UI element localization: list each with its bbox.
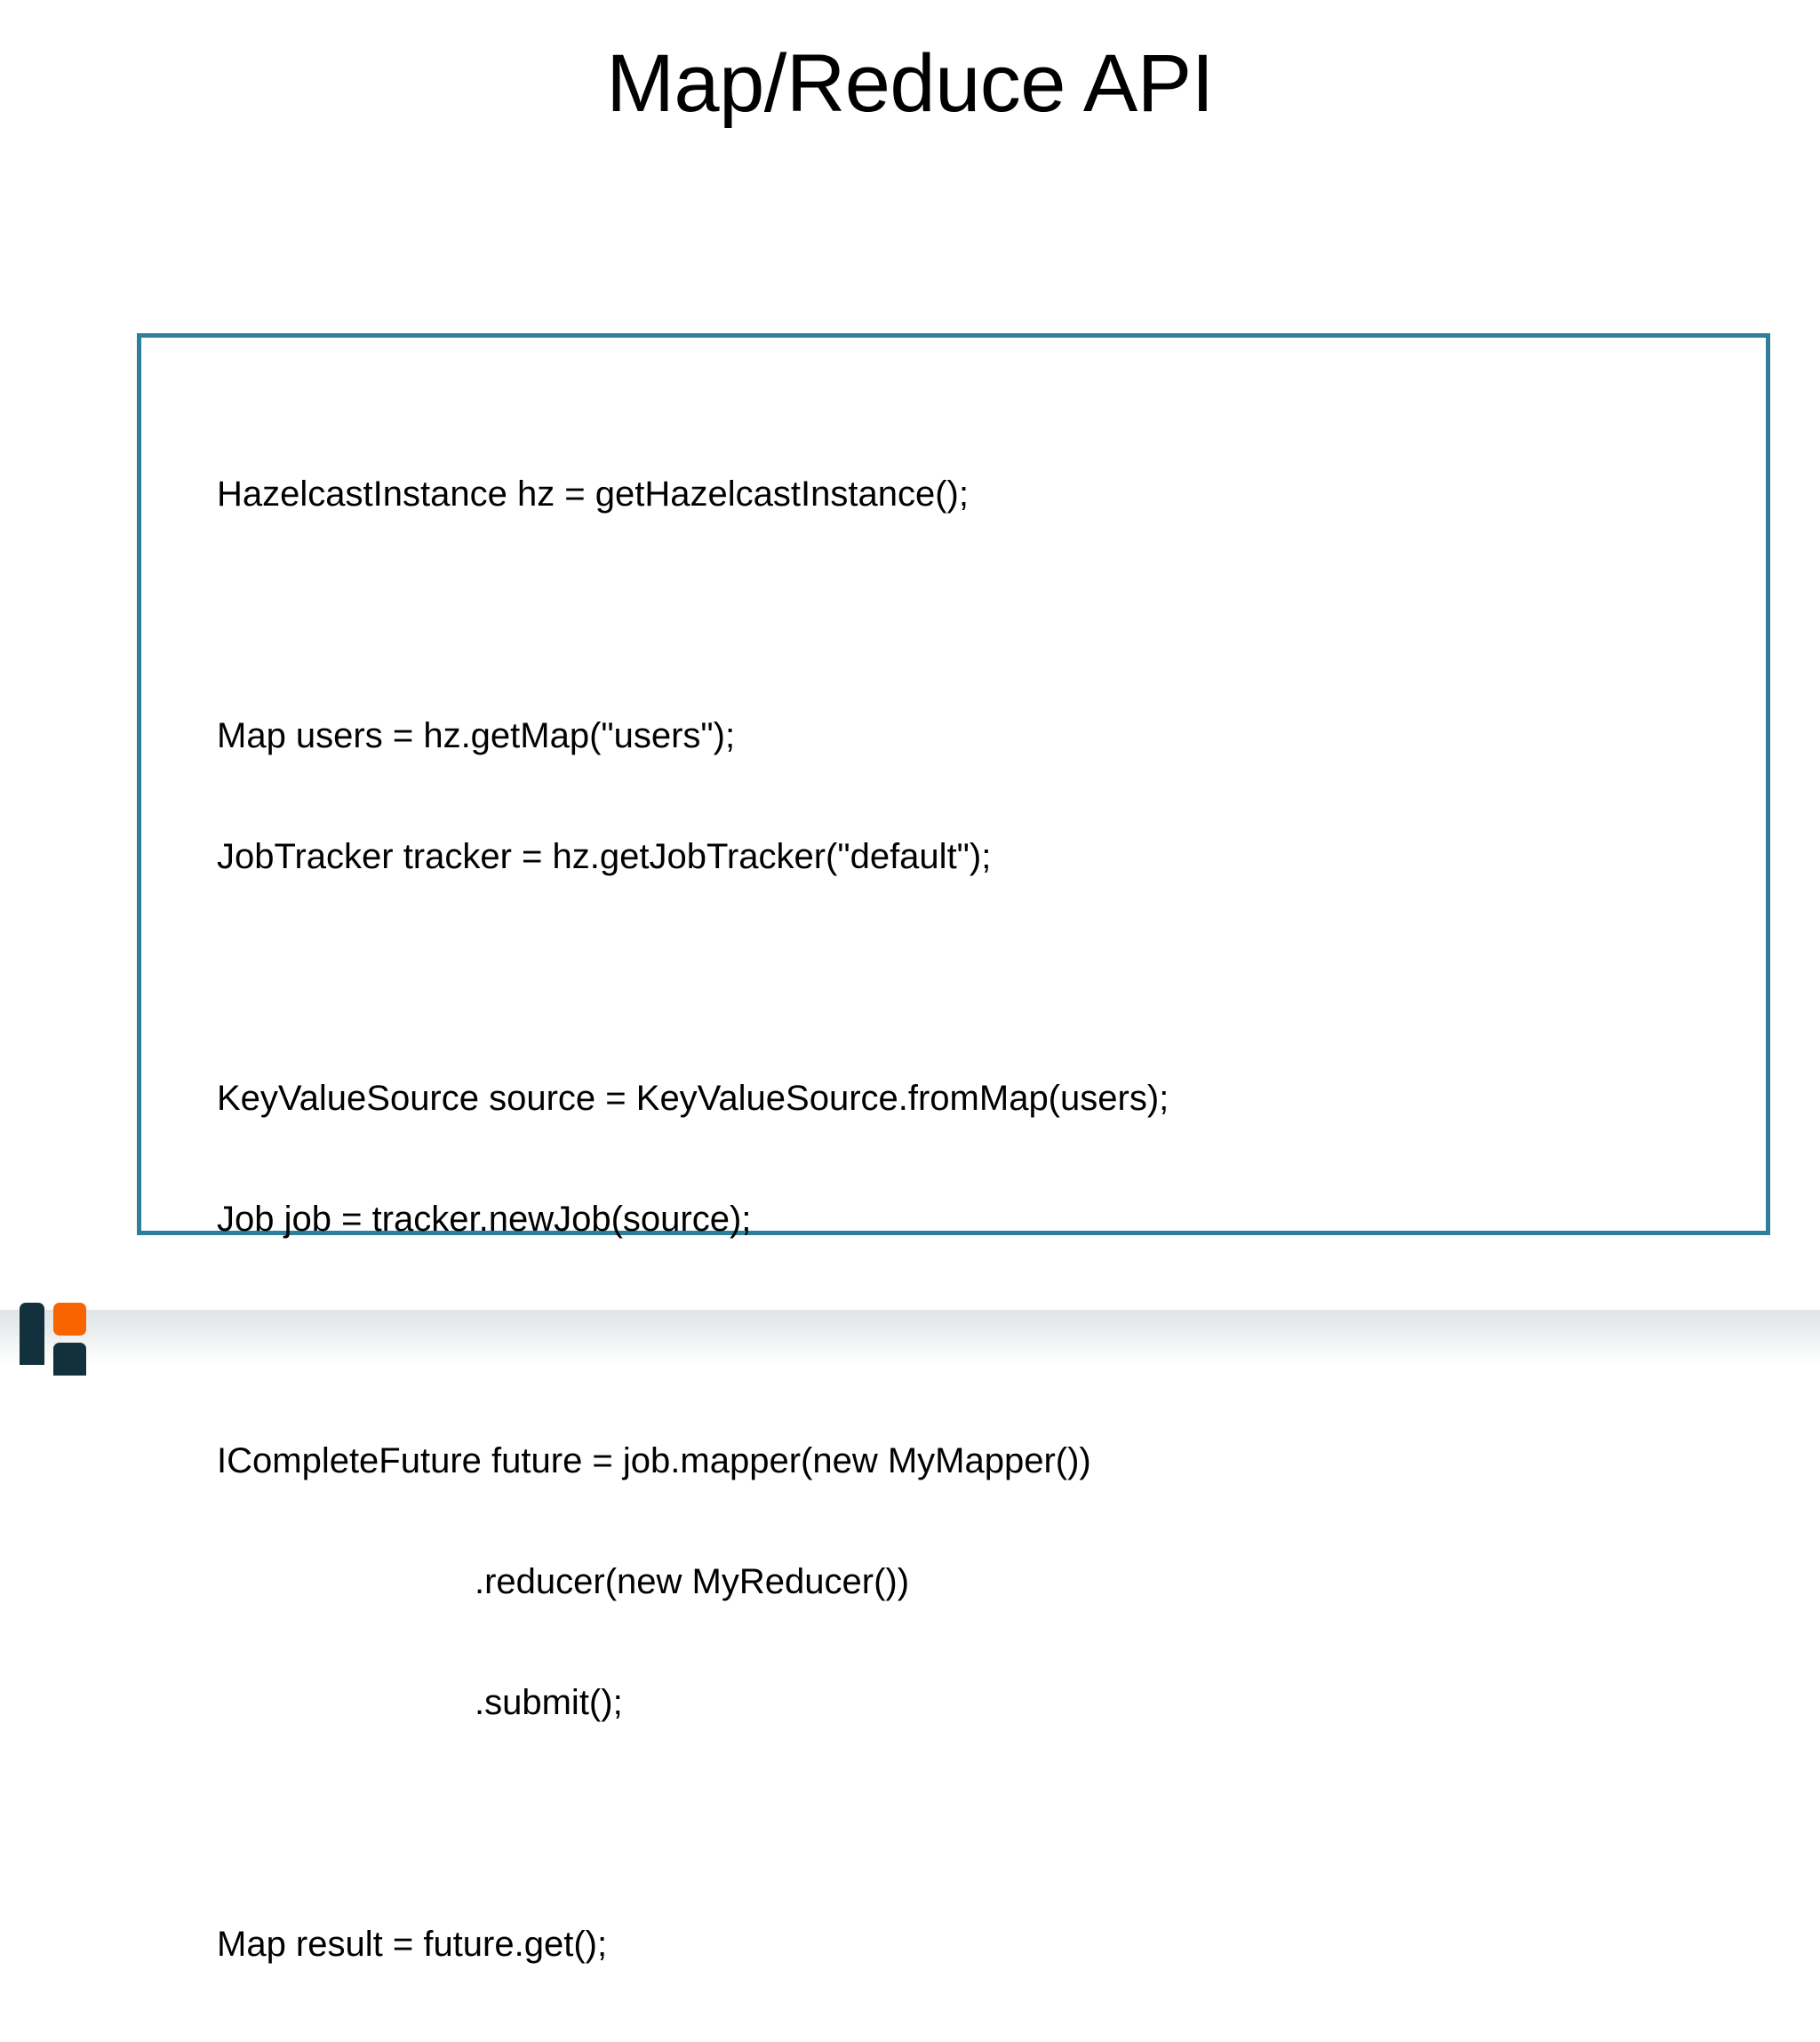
footer-band	[0, 1303, 1820, 1376]
code-line: ICompleteFuture future = job.mapper(new …	[217, 1441, 1091, 1480]
code-line: .reducer(new MyReducer())	[475, 1562, 910, 1601]
logo-orange-square	[53, 1303, 86, 1336]
code-line: JobTracker tracker = hz.getJobTracker("d…	[217, 837, 992, 876]
code-line: HazelcastInstance hz = getHazelcastInsta…	[217, 475, 969, 514]
code-line: Map result = future.get();	[217, 1925, 608, 1964]
code-line: Map users = hz.getMap("users");	[217, 716, 736, 755]
code-line: Job job = tracker.newJob(source);	[217, 1200, 752, 1239]
code-block: HazelcastInstance hz = getHazelcastInsta…	[217, 398, 1748, 2040]
code-box: HazelcastInstance hz = getHazelcastInsta…	[137, 333, 1770, 1964]
code-line: KeyValueSource source = KeyValueSource.f…	[217, 1079, 1169, 1118]
code-line-blank	[217, 1799, 1748, 1848]
slide-canvas: Map/Reduce API HazelcastInstance hz = ge…	[0, 38, 1820, 1964]
code-line: .submit();	[475, 1683, 623, 1722]
code-line-blank	[217, 590, 1748, 640]
code-line-blank	[217, 953, 1748, 1002]
hazelcast-logo-icon	[20, 1296, 89, 1376]
page-title: Map/Reduce API	[606, 38, 1214, 129]
logo-dark-square	[53, 1343, 86, 1376]
logo-left-bar	[20, 1303, 44, 1365]
